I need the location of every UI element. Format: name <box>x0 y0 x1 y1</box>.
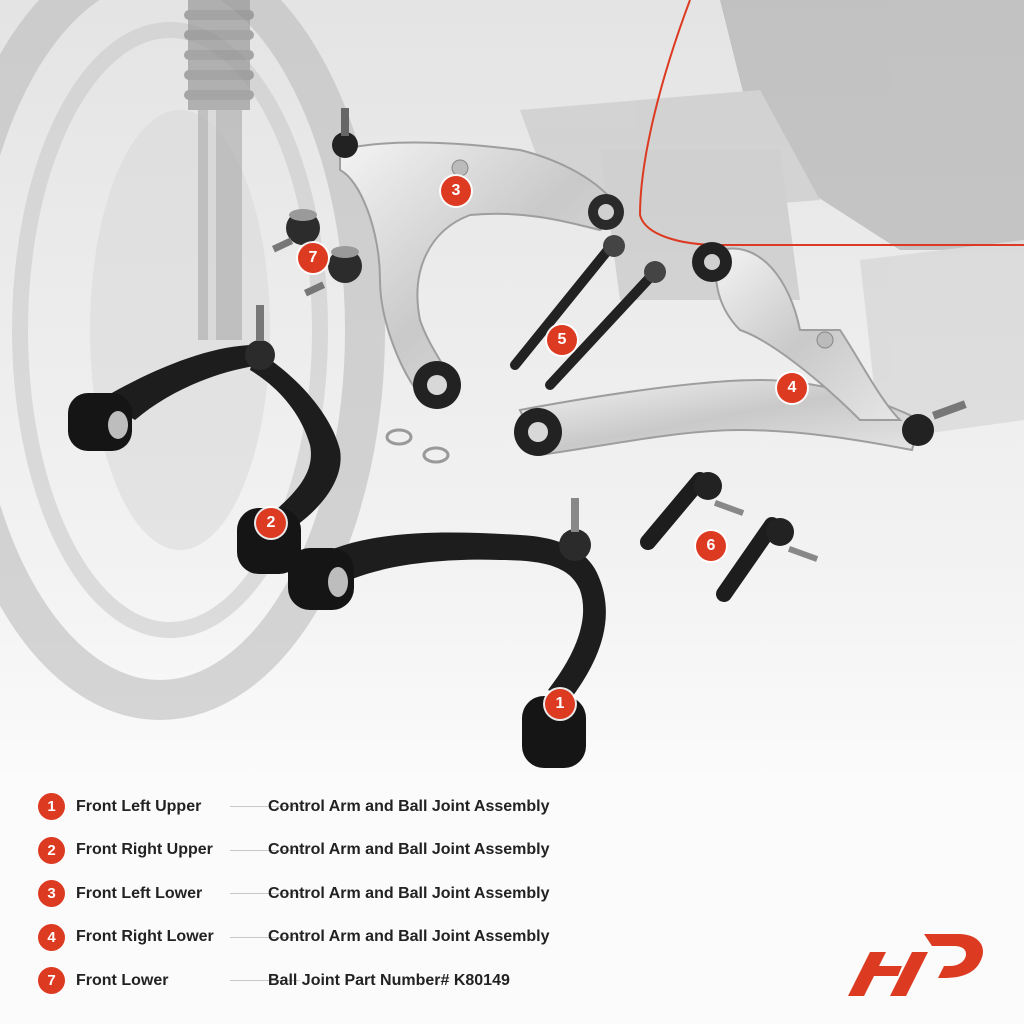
callout-6: 6 <box>696 531 726 561</box>
legend-description: Control Arm and Ball Joint Assembly <box>268 928 550 946</box>
part-washers <box>385 428 450 464</box>
legend-divider <box>230 936 300 938</box>
callout-7: 7 <box>298 243 328 273</box>
product-photo <box>0 0 1024 780</box>
callout-label: 5 <box>547 325 577 355</box>
legend-row: 3 Front Left Lower Control Arm and Ball … <box>38 872 658 916</box>
legend-description: Control Arm and Ball Joint Assembly <box>268 884 550 902</box>
legend-row: 2 Front Right Upper Control Arm and Ball… <box>38 829 658 873</box>
callout-label: 4 <box>777 373 807 403</box>
background-frame <box>520 0 1024 440</box>
legend-description: Control Arm and Ball Joint Assembly <box>268 841 550 859</box>
callout-4: 4 <box>777 373 807 403</box>
legend-divider <box>230 806 300 808</box>
legend-position: Front Left Upper <box>76 797 202 815</box>
legend-position: Front Lower <box>76 971 169 989</box>
part-left-lower-control-arm <box>332 108 624 409</box>
callout-1: 1 <box>545 689 575 719</box>
legend-description: Ball Joint Part Number# K80149 <box>268 971 510 989</box>
legend-number: 3 <box>38 880 65 908</box>
callout-label: 2 <box>256 508 286 538</box>
legend-row: 4 Front Right Lower Control Arm and Ball… <box>38 916 658 960</box>
callout-3: 3 <box>441 176 471 206</box>
legend-description: Control Arm and Ball Joint Assembly <box>268 797 550 815</box>
legend-position: Front Left Lower <box>76 884 203 902</box>
part-ball-joints <box>272 209 362 297</box>
part-inner-tie-rods <box>510 235 666 390</box>
legend-divider <box>230 849 300 851</box>
background-strut <box>184 0 254 340</box>
parts-legend: 1 Front Left Upper Control Arm and Ball … <box>38 785 658 1003</box>
legend-divider <box>230 980 300 982</box>
legend-position: Front Right Lower <box>76 928 214 946</box>
legend-number: 1 <box>38 793 65 821</box>
legend-row: 7 Front Lower Ball Joint Part Number# K8… <box>38 959 658 1003</box>
legend-number: 4 <box>38 923 65 951</box>
callout-label: 7 <box>298 243 328 273</box>
accent-arc <box>638 0 1024 246</box>
callout-label: 6 <box>696 531 726 561</box>
callout-5: 5 <box>547 325 577 355</box>
legend-row: 1 Front Left Upper Control Arm and Ball … <box>38 785 658 829</box>
callout-label: 1 <box>545 689 575 719</box>
legend-position: Front Right Upper <box>76 841 213 859</box>
legend-number: 7 <box>38 967 65 995</box>
legend-divider <box>230 893 300 895</box>
legend-number: 2 <box>38 836 65 864</box>
callout-label: 3 <box>441 176 471 206</box>
part-right-lower-control-arm <box>514 242 967 457</box>
callout-2: 2 <box>256 508 286 538</box>
part-tie-rod-ends <box>640 472 819 602</box>
a-premium-logo-icon <box>848 934 984 996</box>
